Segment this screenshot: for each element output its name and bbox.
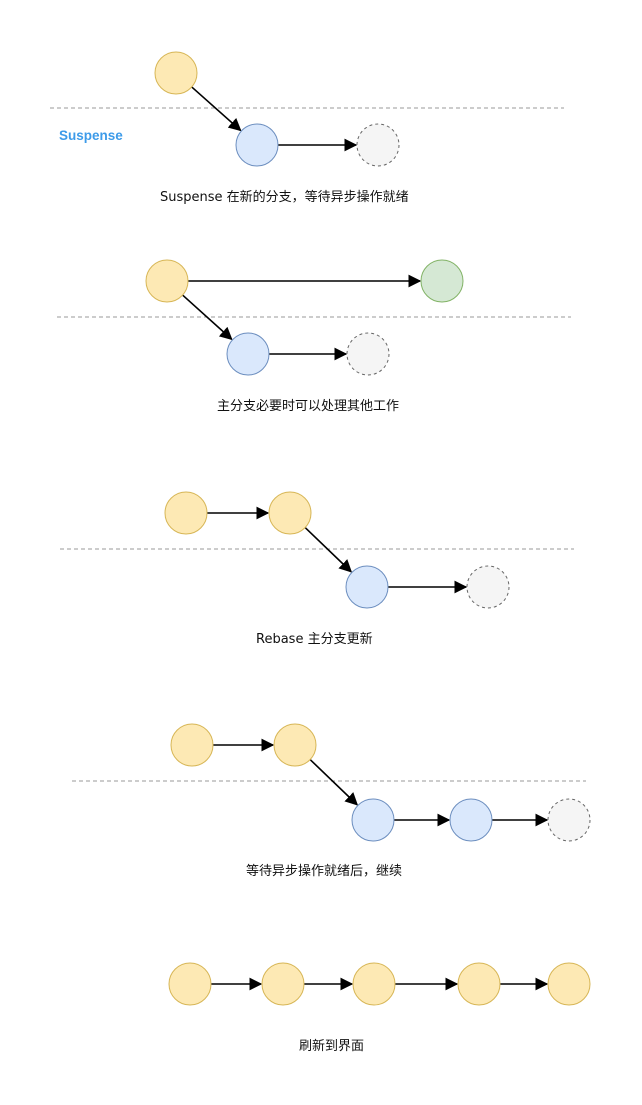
main-commit-node <box>273 723 317 767</box>
pending-async-node <box>466 565 510 609</box>
edges <box>207 506 468 594</box>
main-commit-node <box>261 962 305 1006</box>
branch-commit-node <box>235 123 279 167</box>
nodes <box>154 51 400 167</box>
edges <box>191 86 358 152</box>
panel-caption: 等待异步操作就绪后，继续 <box>246 863 402 879</box>
branch-commit-node <box>449 798 493 842</box>
panel-3: Rebase 主分支更新 <box>60 491 574 647</box>
panel-5: 刷新到界面 <box>168 962 591 1054</box>
done-commit-node <box>420 259 464 303</box>
panel-1: Suspense Suspense 在新的分支，等待异步操作就绪 <box>50 51 564 205</box>
edge-arrow <box>191 86 242 132</box>
main-commit-node <box>154 51 198 95</box>
panel-caption: 主分支必要时可以处理其他工作 <box>217 399 399 414</box>
panel-2: 主分支必要时可以处理其他工作 <box>57 259 571 414</box>
main-commit-node <box>170 723 214 767</box>
main-commit-node <box>145 259 189 303</box>
main-commit-node <box>352 962 396 1006</box>
branch-commit-node <box>226 332 270 376</box>
panel-caption: Rebase 主分支更新 <box>256 631 373 647</box>
branch-commit-node <box>345 565 389 609</box>
edge-arrow <box>182 294 233 341</box>
edges <box>182 274 422 361</box>
branch-commit-node <box>351 798 395 842</box>
suspense-branch-label: Suspense <box>59 128 123 143</box>
edge-arrow <box>309 758 359 806</box>
edge-arrow <box>304 526 353 573</box>
edges <box>213 738 549 827</box>
main-commit-node <box>168 962 212 1006</box>
pending-async-node <box>346 332 390 376</box>
nodes <box>145 259 464 376</box>
nodes <box>168 962 591 1006</box>
panel-4: 等待异步操作就绪后，继续 <box>72 723 591 879</box>
panel-caption: Suspense 在新的分支，等待异步操作就绪 <box>160 189 409 205</box>
main-commit-node <box>268 491 312 535</box>
nodes <box>170 723 591 842</box>
main-commit-node <box>164 491 208 535</box>
main-commit-node <box>457 962 501 1006</box>
pending-async-node <box>547 798 591 842</box>
nodes <box>164 491 510 609</box>
pending-async-node <box>356 123 400 167</box>
main-commit-node <box>547 962 591 1006</box>
panel-caption: 刷新到界面 <box>299 1038 364 1054</box>
